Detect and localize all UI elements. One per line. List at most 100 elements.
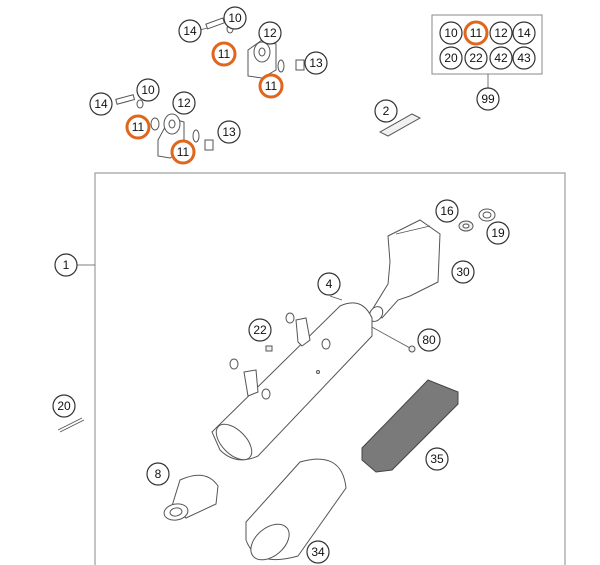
callout-2[interactable]: 2 — [374, 99, 398, 123]
bushing-hole — [258, 47, 266, 57]
svg-text:11: 11 — [218, 47, 231, 61]
svg-text:80: 80 — [422, 333, 436, 347]
callout-4[interactable]: 4 — [317, 272, 341, 296]
callout-12-top[interactable]: 12 — [258, 21, 282, 45]
seal-ring-hole — [482, 211, 492, 219]
kit-item-22[interactable]: 22 — [464, 46, 488, 70]
callout-16[interactable]: 16 — [435, 199, 459, 223]
svg-text:12: 12 — [177, 96, 191, 110]
kit-item-11[interactable]: 11 — [463, 20, 489, 46]
mount-bushing — [261, 388, 271, 400]
end-cap-hole — [169, 507, 183, 517]
callout-layer: 14 10 12 11 11 13 14 10 12 11 11 13 2 10… — [52, 6, 536, 564]
svg-text:14: 14 — [183, 24, 197, 38]
mount-bracket-upper — [295, 317, 311, 347]
svg-text:13: 13 — [222, 125, 236, 139]
svg-text:99: 99 — [481, 92, 495, 106]
svg-text:1: 1 — [63, 258, 70, 272]
callout-11-top-left[interactable]: 11 — [211, 41, 237, 67]
callout-10-bottom[interactable]: 10 — [136, 78, 160, 102]
spring-part — [369, 325, 411, 349]
svg-text:11: 11 — [265, 79, 278, 93]
kit-item-14[interactable]: 14 — [512, 21, 536, 45]
callout-14-bottom[interactable]: 14 — [89, 92, 113, 116]
svg-text:8: 8 — [155, 467, 162, 481]
kit-item-20[interactable]: 20 — [439, 46, 463, 70]
svg-text:14: 14 — [94, 97, 108, 111]
svg-text:19: 19 — [491, 226, 505, 240]
hardware-kit — [431, 14, 543, 88]
silencer-rivet — [316, 370, 320, 374]
spacer-part — [277, 59, 285, 73]
svg-text:20: 20 — [444, 51, 458, 65]
svg-text:42: 42 — [494, 51, 508, 65]
bolt-part — [115, 94, 136, 105]
callout-35[interactable]: 35 — [425, 447, 449, 471]
outer-sleeve-opening — [250, 523, 290, 561]
svg-text:2: 2 — [383, 104, 390, 118]
callout-14-top[interactable]: 14 — [178, 19, 202, 43]
callout-99[interactable]: 99 — [476, 87, 500, 111]
svg-text:11: 11 — [470, 26, 483, 40]
bushing-hole — [168, 119, 176, 129]
silencer-leader — [329, 295, 343, 301]
callout-13-bottom[interactable]: 13 — [217, 120, 241, 144]
kit-frame — [431, 14, 543, 75]
nut-part — [295, 59, 305, 71]
gasket-part — [378, 113, 422, 137]
gasket-ring-hole — [462, 223, 470, 229]
callout-8[interactable]: 8 — [146, 462, 170, 486]
callout-80[interactable]: 80 — [417, 328, 441, 352]
silencer-end-cap — [215, 423, 253, 461]
washer-part — [136, 99, 144, 109]
kit-item-42[interactable]: 42 — [489, 46, 513, 70]
callout-30[interactable]: 30 — [451, 260, 475, 284]
svg-text:11: 11 — [177, 145, 190, 159]
svg-text:12: 12 — [494, 26, 508, 40]
callout-19[interactable]: 19 — [486, 221, 510, 245]
svg-text:22: 22 — [253, 323, 267, 337]
manifold-pipe — [368, 219, 441, 322]
mount-bracket-lower — [243, 369, 259, 397]
svg-text:20: 20 — [57, 399, 71, 413]
callout-10-top[interactable]: 10 — [223, 6, 247, 30]
svg-text:12: 12 — [263, 26, 277, 40]
kit-item-43[interactable]: 43 — [512, 46, 536, 70]
silencer — [211, 295, 373, 461]
insulation-packing-part — [361, 379, 459, 473]
manifold-body — [371, 219, 441, 319]
svg-text:10: 10 — [141, 83, 155, 97]
callout-12-bottom[interactable]: 12 — [172, 91, 196, 115]
callout-11-top-right[interactable]: 11 — [258, 73, 284, 99]
callout-13-top[interactable]: 13 — [304, 51, 328, 75]
mount-bushing — [285, 312, 295, 324]
callout-22[interactable]: 22 — [248, 318, 272, 342]
spacer-part — [150, 117, 160, 131]
svg-text:22: 22 — [469, 51, 483, 65]
svg-text:10: 10 — [444, 26, 458, 40]
small-nut-part — [265, 345, 273, 352]
nut-part — [204, 139, 214, 151]
end-cap — [163, 474, 219, 521]
svg-text:34: 34 — [311, 545, 325, 559]
spring-end — [408, 345, 416, 353]
callout-34[interactable]: 34 — [306, 540, 330, 564]
callout-1[interactable]: 1 — [54, 253, 78, 277]
svg-text:30: 30 — [456, 265, 470, 279]
silencer-body — [211, 302, 373, 461]
svg-text:16: 16 — [440, 204, 454, 218]
manifold-edge — [395, 225, 431, 235]
mount-bushing — [321, 338, 331, 350]
callout-20[interactable]: 20 — [52, 394, 76, 418]
screw-part-edge — [59, 419, 85, 433]
screw-part — [57, 417, 83, 431]
kit-item-12[interactable]: 12 — [489, 21, 513, 45]
svg-text:14: 14 — [517, 26, 531, 40]
callout-11-bottom-left[interactable]: 11 — [125, 114, 151, 140]
bracket-hardware-top — [199, 17, 306, 79]
svg-text:13: 13 — [309, 56, 323, 70]
spacer-part — [192, 129, 200, 143]
svg-text:11: 11 — [132, 120, 145, 134]
kit-item-10[interactable]: 10 — [439, 21, 463, 45]
callout-11-bottom-right[interactable]: 11 — [170, 139, 196, 165]
